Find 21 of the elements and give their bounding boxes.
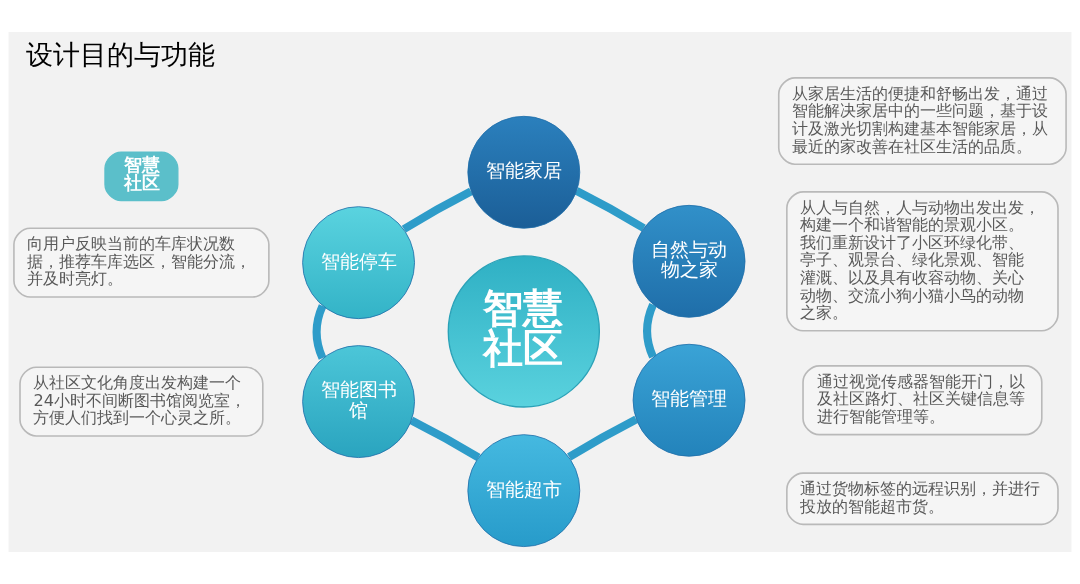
node-circle: 智能图书馆 — [302, 345, 415, 458]
connector — [567, 415, 639, 461]
connector — [643, 303, 657, 359]
node-circle: 智能家居 — [467, 115, 581, 229]
node-box: 向用户反映当前的车库状况数据，推荐车库选区，智能分流，并及时亮灯。 — [13, 227, 270, 298]
node-box: 从人与自然，人与动物出发出发，构建一个和谐智能的景观小区。我们重新设计了小区环绿化带、亭子、观景台、绿化景观、智能灌溉、以及具有收容动物、关心动物、交流小狗小猫小鸟的动物之家。 — [786, 191, 1059, 332]
node-box: 智慧社区 — [104, 151, 179, 202]
connector — [401, 187, 473, 233]
node-circle: 智能停车 — [302, 206, 415, 320]
connector — [409, 416, 481, 461]
connector — [574, 187, 646, 232]
node-circle: 智能超市 — [467, 434, 581, 547]
node-circle: 智慧社区 — [447, 255, 601, 408]
node-circle: 自然与动物之家 — [632, 204, 746, 318]
diagram-title: 设计目的与功能 — [25, 39, 215, 71]
node-box: 从社区文化角度出发构建一个24小时不间断图书馆阅览室，方便人们找到一个心灵之所。 — [19, 366, 264, 437]
connector — [312, 304, 327, 360]
node-box: 从家居生活的便捷和舒畅出发，通过智能解决家居中的一些问题，基于设计及激光切割构建基本智能家居，从最近的家改善在社区生活的品质。 — [777, 77, 1067, 165]
node-circle: 智能管理 — [632, 343, 746, 457]
node-box: 通过货物标签的远程识别，并进行投放的智能超市货。 — [786, 472, 1059, 526]
node-box: 通过视觉传感器智能开门，以及社区路灯、社区关键信息等进行智能管理等。 — [802, 365, 1043, 436]
